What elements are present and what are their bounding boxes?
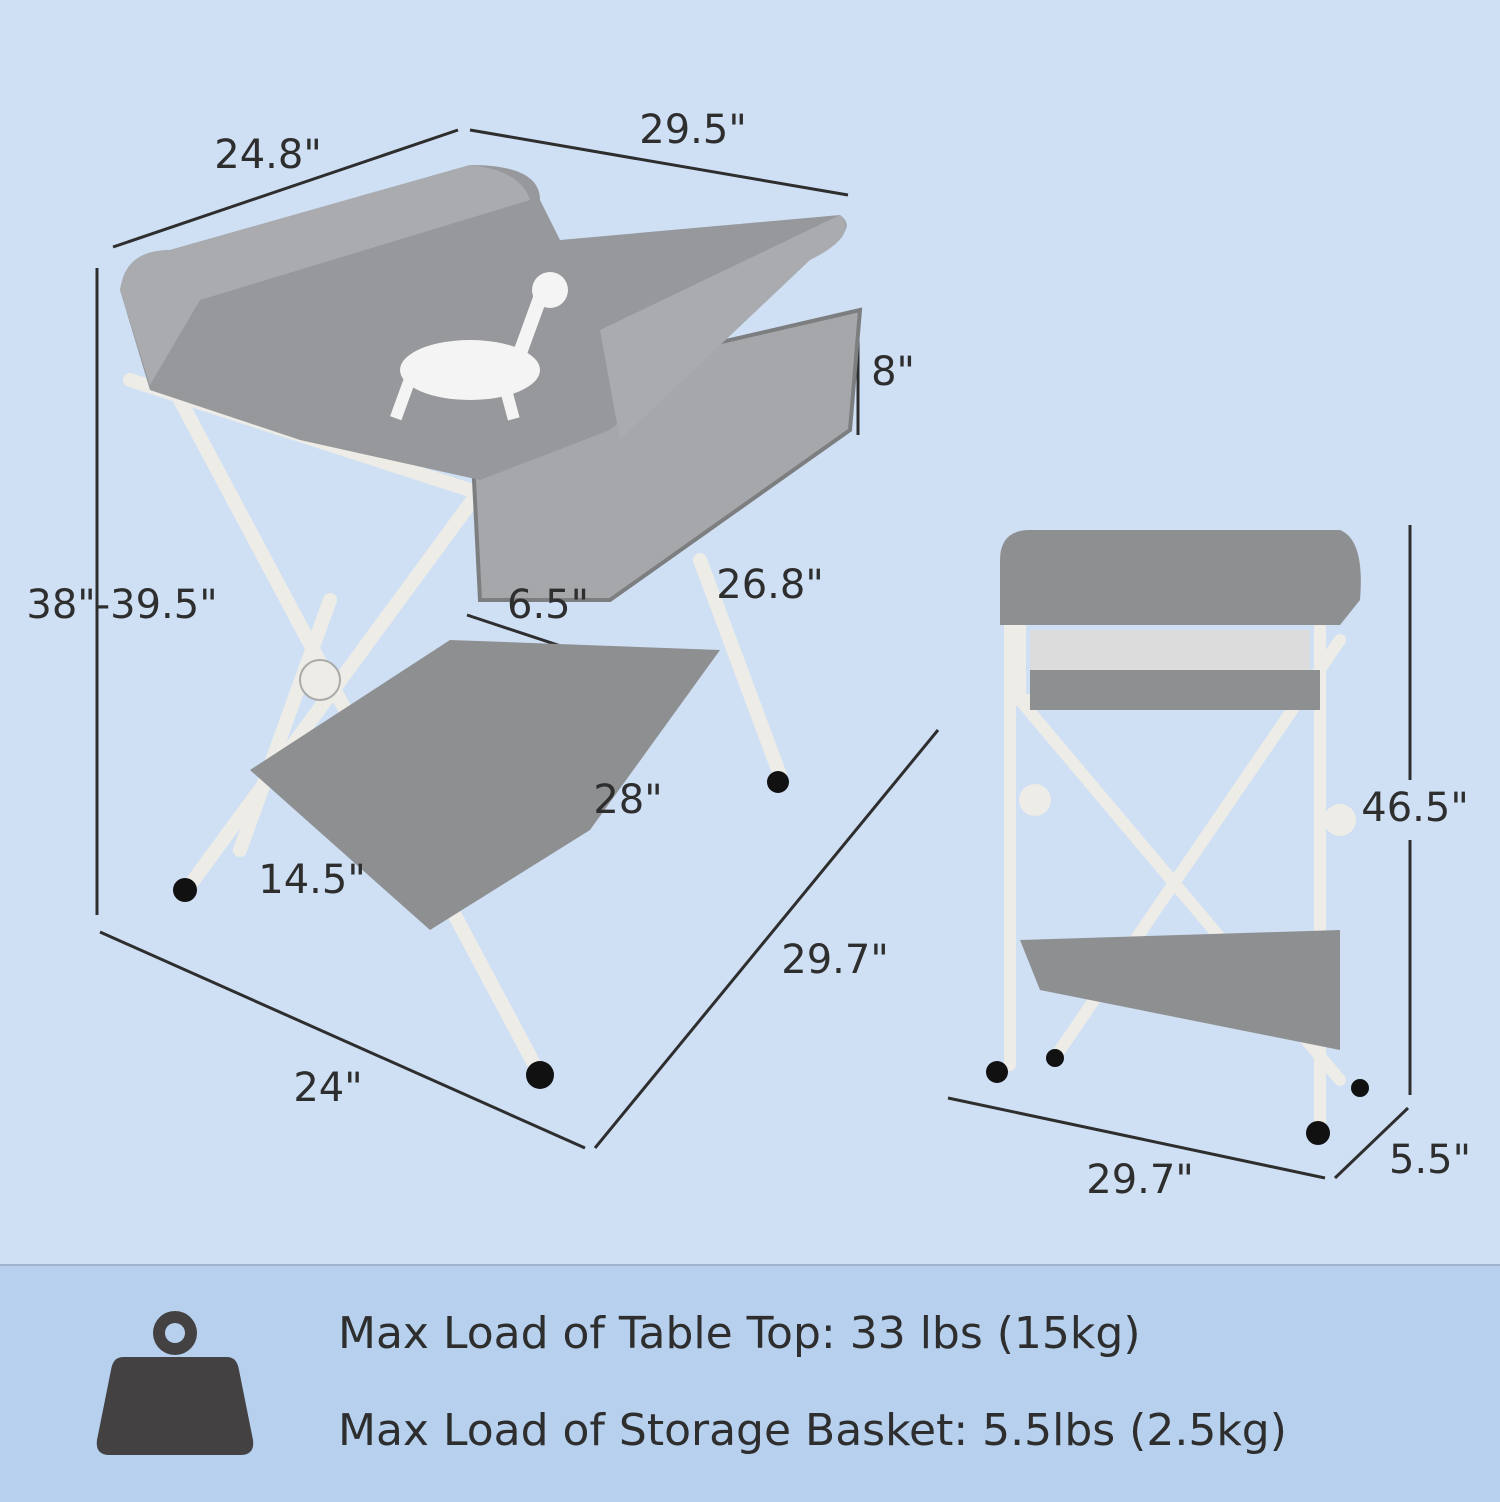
dim-shelf-width: 28"	[593, 777, 663, 823]
dim-folded-height: 46.5"	[1361, 785, 1469, 831]
dim-shelf-depth: 14.5"	[258, 857, 366, 903]
changing-table-unfolded	[120, 165, 863, 1089]
dim-basket-width: 26.8"	[716, 562, 824, 608]
weight-icon	[96, 1311, 254, 1455]
changing-table-folded	[986, 530, 1369, 1145]
dim-height-range: 38"-39.5"	[26, 582, 218, 628]
dimension-lines	[95, 128, 1412, 1180]
dim-base-depth: 24"	[293, 1065, 363, 1111]
dim-top-depth: 24.8"	[214, 132, 322, 178]
table-top-load: Max Load of Table Top: 33 lbs (15kg)	[338, 1308, 1141, 1359]
dim-folded-depth: 5.5"	[1388, 1137, 1472, 1183]
storage-basket-load: Max Load of Storage Basket: 5.5lbs (2.5k…	[338, 1405, 1287, 1456]
load-info-band	[0, 1264, 1500, 1502]
dim-base-width: 29.7"	[781, 937, 889, 983]
dim-folded-width: 29.7"	[1086, 1157, 1194, 1203]
product-diagram	[95, 128, 1412, 1180]
dim-basket-height: 8"	[871, 349, 915, 395]
dim-basket-depth: 6.5"	[506, 582, 590, 628]
dim-top-width: 29.5"	[639, 107, 747, 153]
